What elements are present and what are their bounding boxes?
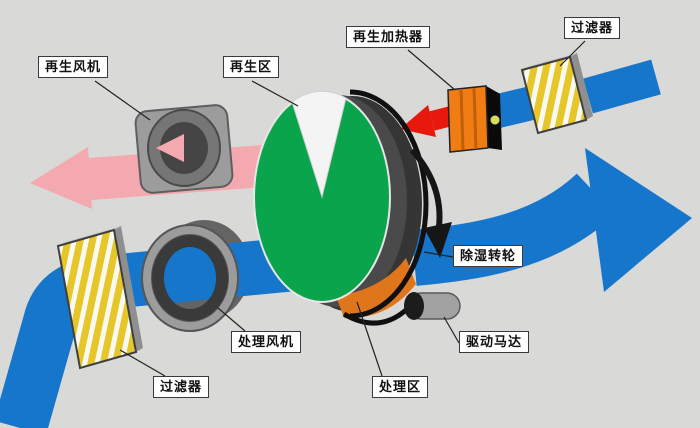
process-fan [141,224,240,332]
hot-air-arrowhead [400,105,436,137]
filter-bottom-side-face [114,226,143,352]
label-process-fan: 处理风机 [231,331,302,354]
process-air-arrowhead [585,148,692,292]
wheel-orange-section [336,258,416,319]
label-regen-fan: 再生风机 [38,56,109,79]
heater-element-line [459,88,465,151]
heater-element-line [472,87,478,150]
leader-line [119,349,166,377]
regen-heater [447,85,502,153]
drive-motor-pulley [404,292,424,320]
regen-air-inlet-band [583,59,661,114]
drive-belt-to-motor [342,308,408,326]
leader-line [217,307,246,332]
label-process-zone: 处理区 [372,376,429,399]
label-regen-heater: 再生加热器 [346,26,431,49]
leader-line [94,80,151,121]
label-regen-zone: 再生区 [223,56,280,79]
process-air-outlet-band [411,173,616,286]
heater-front-face [447,85,489,153]
wheel-regen-sector [291,90,347,199]
regen-air-mid-band [490,85,540,129]
regen-fan-flow-arrowhead [156,134,184,162]
desiccant-wheel [253,89,452,319]
filter-top [520,53,593,135]
regen-fan [134,104,234,194]
drive-belt-arc [349,89,429,319]
label-filter-top: 过滤器 [564,17,621,40]
label-wheel: 除湿转轮 [453,245,524,268]
drive-motor [342,292,461,326]
leader-line [559,40,586,67]
leader-line [356,301,383,377]
process-fan-inner-ring [152,235,228,321]
leader-line [443,316,460,344]
label-filter-bottom: 过滤器 [153,376,210,399]
leader-lines [94,40,586,377]
filter-bottom [56,226,143,370]
filter-bottom-media [56,228,138,370]
filter-top-media [520,55,588,135]
filter-top-side-face [570,53,593,120]
label-drive-motor: 驱动马达 [459,331,530,354]
leader-line [251,80,299,107]
regen-exhaust-arrowhead [30,147,92,209]
heater-indicator-light [489,114,501,126]
rotation-arrowhead [424,222,452,258]
leader-line [423,251,454,258]
leader-line [407,49,456,91]
